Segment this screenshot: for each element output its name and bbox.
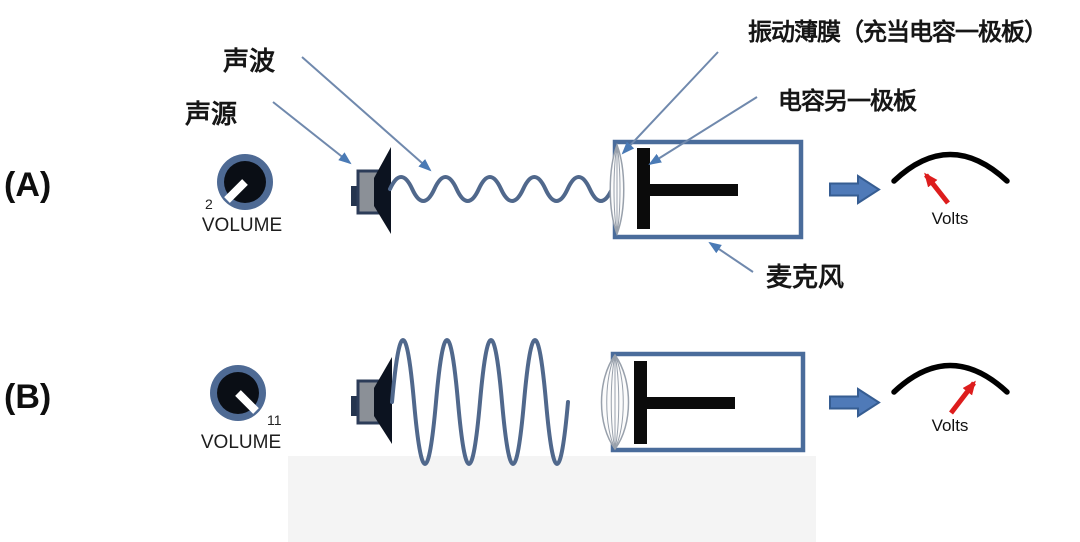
arrow-sound-wave (301, 56, 432, 172)
row-b-label: (B) (4, 378, 52, 416)
output-arrow-b-icon (829, 387, 881, 418)
meter-needle-b (949, 380, 976, 415)
microphone-label: 麦克风 (766, 262, 845, 292)
sound-source-label: 声源 (185, 99, 238, 129)
meter-needle-a (924, 172, 950, 205)
sound-wave-label: 声波 (223, 46, 276, 76)
volts-label-a: Volts (931, 209, 969, 228)
volt-meter-b-icon (891, 362, 1010, 415)
diaphragm-label: 振动薄膜（充当电容一极板） (748, 19, 1048, 46)
capacitor-plate-label: 电容另一极板 (778, 88, 917, 115)
row-a-graphics (217, 139, 1010, 240)
arrow-capacitor-plate (648, 96, 758, 166)
leader-arrows (272, 51, 758, 273)
volt-meter-a-icon (891, 151, 1010, 205)
diaphragm-b (600, 353, 630, 451)
row-a-label: (A) (4, 166, 52, 204)
volume-knob-b-icon (210, 365, 266, 421)
speaker-a-icon (351, 147, 391, 234)
arrow-microphone (708, 241, 754, 273)
volts-label-b: Volts (931, 416, 969, 435)
diaphragm-a (609, 142, 625, 237)
volume-caption-a: VOLUME (201, 215, 283, 236)
background-band (288, 456, 816, 542)
microphone-a-icon (609, 139, 804, 240)
arrow-diaphragm (621, 51, 719, 155)
sound-wave-b (390, 337, 570, 467)
capacitor-plate-a (637, 148, 738, 229)
volume-knob-a-icon (217, 154, 273, 210)
speaker-b-icon (351, 357, 392, 444)
volume-value-a: 2 (205, 196, 213, 212)
microphone-b-icon (600, 351, 806, 453)
sound-wave-a (388, 174, 614, 204)
output-arrow-a-icon (829, 174, 881, 205)
row-b-graphics (210, 337, 1010, 467)
volume-caption-b: VOLUME (200, 432, 282, 453)
capacitor-plate-b (634, 361, 735, 444)
arrow-sound-source (272, 101, 352, 165)
volume-value-b: 11 (267, 412, 282, 428)
